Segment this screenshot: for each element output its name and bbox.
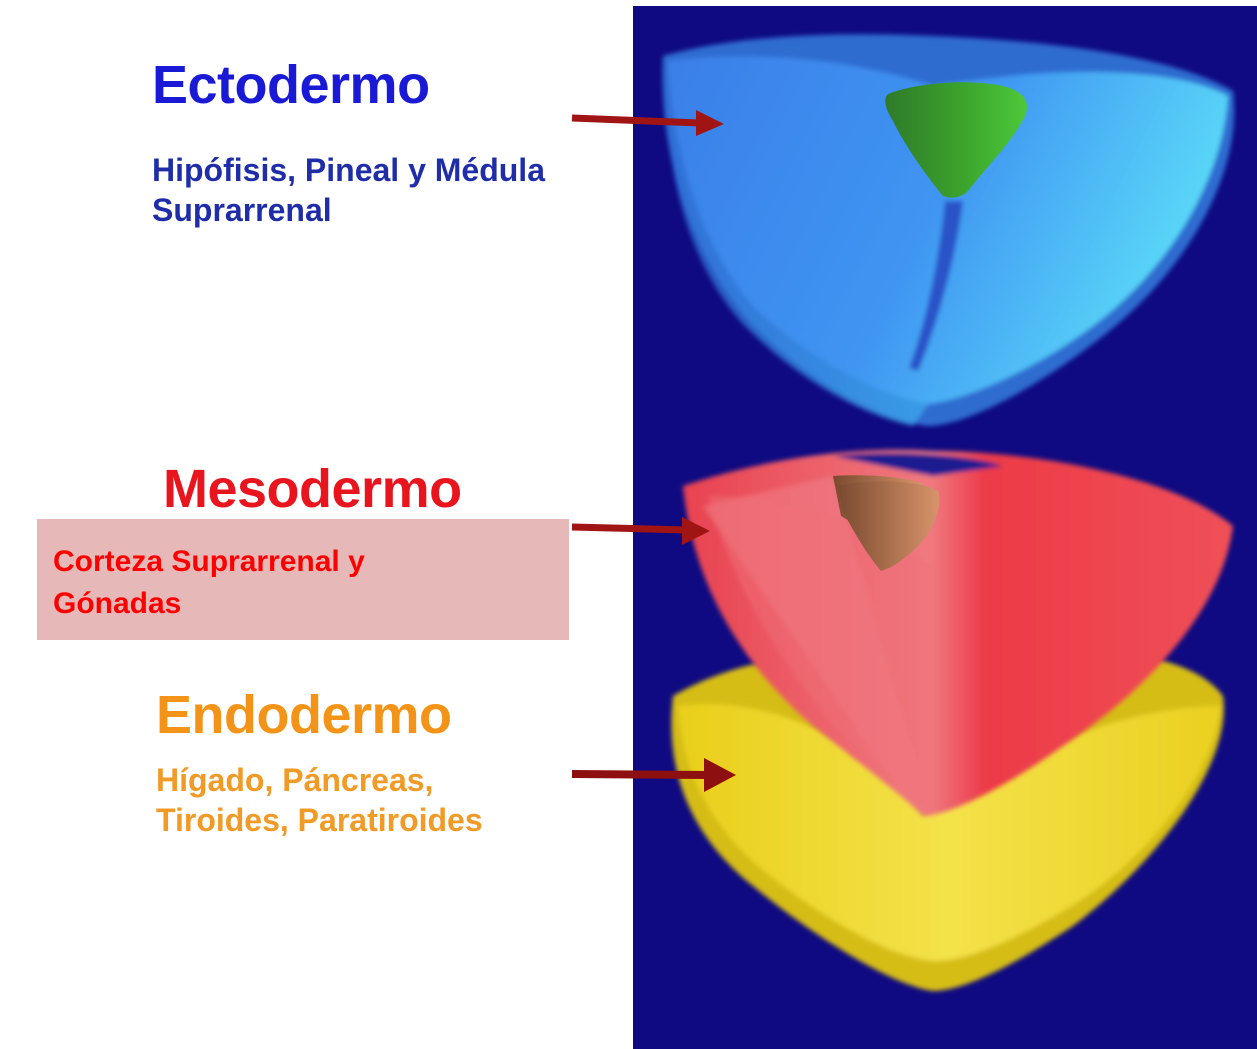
ectodermo-title: Ectodermo xyxy=(152,58,430,112)
endodermo-description: Hígado, Páncreas, Tiroides, Paratiroides xyxy=(156,760,483,840)
endodermo-description-line-2: Tiroides, Paratiroides xyxy=(156,800,483,840)
ectodermo-description-line-2: Suprarrenal xyxy=(152,190,545,230)
germ-layers-illustration xyxy=(633,6,1257,1049)
mesodermo-title: Mesodermo xyxy=(163,462,462,516)
mesodermo-description-line-2: Gónadas xyxy=(53,583,365,625)
mesodermo-description-box: Corteza Suprarrenal y Gónadas xyxy=(37,519,569,640)
ectodermo-description-line-1: Hipófisis, Pineal y Médula xyxy=(152,150,545,190)
mesodermo-description: Corteza Suprarrenal y Gónadas xyxy=(53,541,365,625)
endodermo-description-line-1: Hígado, Páncreas, xyxy=(156,760,483,800)
ectodermo-description: Hipófisis, Pineal y Médula Suprarrenal xyxy=(152,150,545,230)
endodermo-title: Endodermo xyxy=(156,688,452,742)
mesodermo-description-line-1: Corteza Suprarrenal y xyxy=(53,541,365,583)
